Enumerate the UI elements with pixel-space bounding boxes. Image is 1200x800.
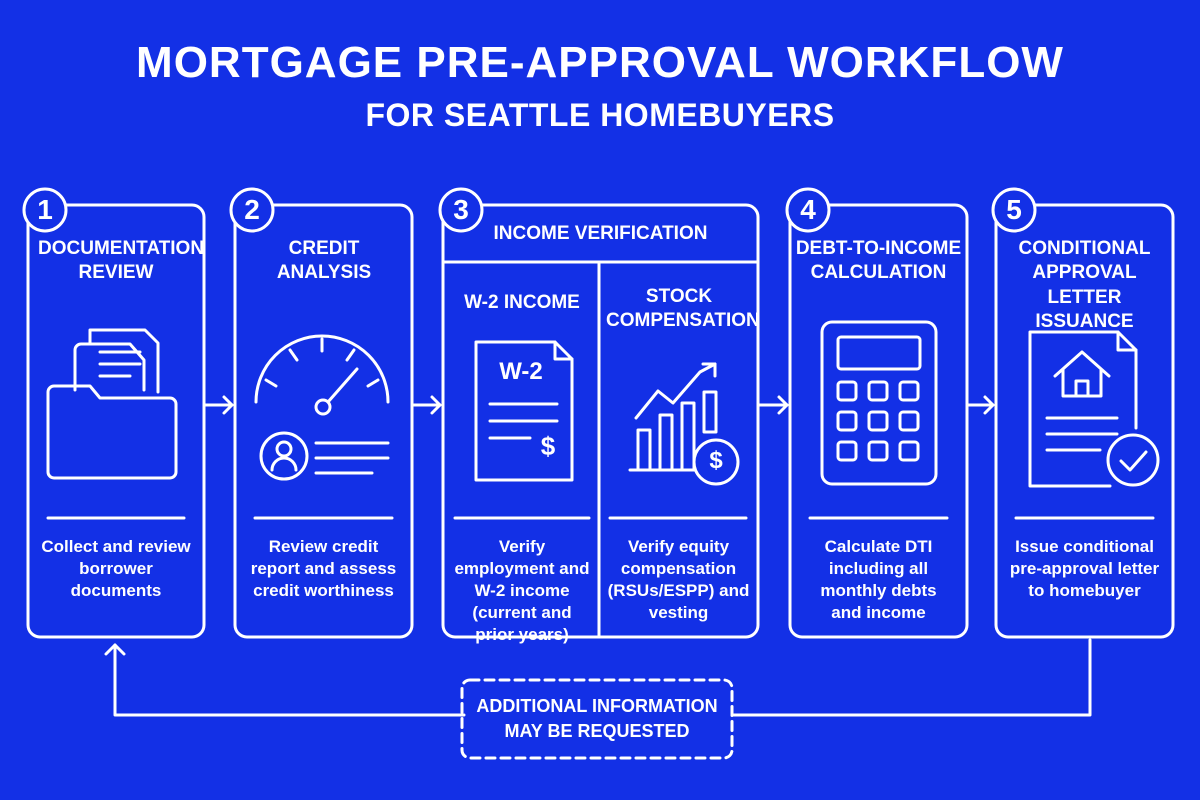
w2-form-icon bbox=[474, 340, 574, 482]
step-4-description: Calculate DTI including all monthly debt… bbox=[820, 537, 937, 623]
arrow-3-to-4 bbox=[757, 395, 789, 415]
feedback-loop-arrow bbox=[104, 638, 1092, 717]
arrow-1-to-2 bbox=[203, 395, 234, 415]
step-2-title: CREDIT ANALYSIS bbox=[276, 238, 372, 284]
calculator-icon bbox=[820, 320, 938, 486]
step-5-box bbox=[994, 203, 1175, 639]
stock-growth-icon bbox=[628, 362, 740, 486]
step-5-title: CONDITIONAL APPROVAL LETTER ISSUANCE bbox=[1018, 238, 1151, 332]
step-1-title: DOCUMENTATION REVIEW bbox=[38, 238, 205, 284]
step-3a-description: Verify employment and W-2 income (curren… bbox=[454, 537, 590, 645]
step-1-number: 1 bbox=[37, 194, 53, 225]
arrow-2-to-3 bbox=[411, 395, 442, 415]
dollar-coin-icon: $ bbox=[709, 447, 723, 474]
page-subtitle: FOR SEATTLE HOMEBUYERS bbox=[365, 97, 835, 133]
feedback-box bbox=[460, 678, 734, 760]
step-3b-title: STOCK COMPENSATION bbox=[606, 286, 760, 332]
step-2-number: 2 bbox=[244, 194, 260, 225]
dollar-icon: $ bbox=[540, 431, 556, 461]
step-3-number: 3 bbox=[453, 194, 469, 225]
step-4-title: DEBT-TO-INCOME CALCULATION bbox=[795, 238, 962, 284]
step-5-number: 5 bbox=[1006, 194, 1022, 225]
step-3-title: INCOME VERIFICATION bbox=[493, 223, 708, 244]
step-4-number: 4 bbox=[800, 194, 816, 225]
credit-gauge-icon bbox=[254, 334, 390, 481]
step-3a-title: W-2 INCOME bbox=[464, 292, 580, 313]
step-1-box bbox=[26, 203, 206, 639]
approval-letter-icon bbox=[1028, 330, 1160, 488]
step-number-circles bbox=[22, 187, 1037, 233]
step-5-description: Issue conditional pre-approval letter to… bbox=[1009, 537, 1160, 601]
w2-label: W-2 bbox=[499, 358, 543, 385]
feedback-label: ADDITIONAL INFORMATION MAY BE REQUESTED bbox=[476, 696, 718, 742]
step-2-description: Review credit report and assess credit w… bbox=[250, 537, 397, 601]
step-4-box bbox=[788, 203, 969, 639]
step-2-box bbox=[233, 203, 414, 639]
arrow-4-to-5 bbox=[966, 395, 995, 415]
folder-documents-icon bbox=[46, 328, 178, 480]
step-3b-description: Verify equity compensation (RSUs/ESPP) a… bbox=[607, 537, 750, 623]
step-1-description: Collect and review borrower documents bbox=[41, 537, 191, 601]
page-title: MORTGAGE PRE-APPROVAL WORKFLOW bbox=[136, 38, 1064, 87]
